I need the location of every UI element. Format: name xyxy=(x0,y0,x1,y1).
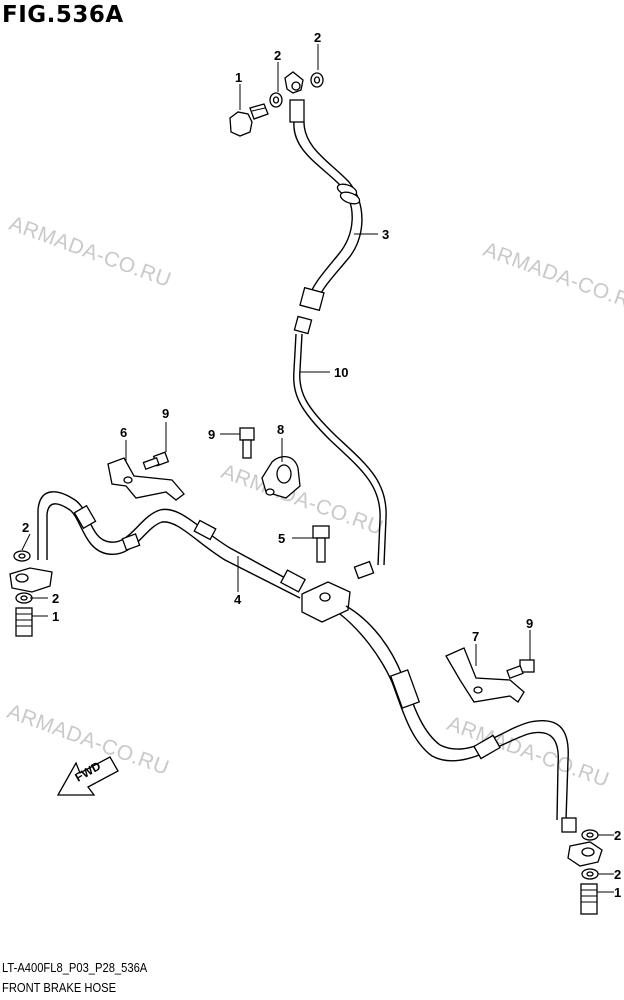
figure-name: FRONT BRAKE HOSE xyxy=(2,980,117,995)
three-way-joint xyxy=(301,581,351,623)
callout-3: 3 xyxy=(382,227,389,242)
bolt-5 xyxy=(312,525,330,563)
callout-5: 5 xyxy=(278,531,285,546)
callout-9-clamp: 9 xyxy=(208,427,215,442)
fwd-arrow: FWD xyxy=(56,756,119,796)
callout-9-bracket: 9 xyxy=(162,406,169,421)
brake-pipe-10 xyxy=(293,333,387,580)
callout-6: 6 xyxy=(120,425,127,440)
callout-8: 8 xyxy=(277,422,284,437)
bolt-9-left xyxy=(142,451,170,470)
callout-2-right-b: 2 xyxy=(614,867,621,882)
callout-1-top: 1 xyxy=(235,70,242,85)
callout-10: 10 xyxy=(334,365,348,380)
callout-2-right-a: 2 xyxy=(614,828,621,843)
right-union-bolt xyxy=(580,883,598,915)
bracket-7 xyxy=(445,647,525,703)
bolt-9-right xyxy=(506,659,535,679)
callout-2-left-b: 2 xyxy=(52,591,59,606)
top-washer-b xyxy=(310,72,324,88)
left-washer-upper xyxy=(13,550,31,562)
hose-4-left xyxy=(37,491,306,599)
left-union-bolt xyxy=(15,607,33,637)
callout-2-top-a: 2 xyxy=(274,48,281,63)
hose-clamp-8 xyxy=(261,456,301,499)
callout-1-left: 1 xyxy=(52,609,59,624)
top-banjo-fitting xyxy=(284,71,305,123)
bolt-9-center xyxy=(239,427,255,459)
hose-3 xyxy=(293,121,363,335)
callout-4: 4 xyxy=(234,592,242,607)
top-washer-a xyxy=(269,92,283,108)
callout-2-top-b: 2 xyxy=(314,30,321,45)
bracket-6 xyxy=(107,457,185,501)
right-banjo-fitting xyxy=(567,841,603,867)
figure-code: LT-A400FL8_P03_P28_536A xyxy=(2,960,148,975)
callout-7: 7 xyxy=(472,629,479,644)
top-union-bolt xyxy=(229,103,269,137)
left-washer-lower xyxy=(15,592,33,604)
right-washer-lower xyxy=(581,868,599,880)
callout-9-right: 9 xyxy=(526,616,533,631)
right-washer-upper xyxy=(581,829,599,841)
left-banjo-fitting xyxy=(9,567,53,593)
callout-2-left-a: 2 xyxy=(22,520,29,535)
hose-4-right xyxy=(339,605,577,833)
callout-1-right: 1 xyxy=(614,885,621,900)
figure-title: FIG.536A xyxy=(2,2,124,28)
